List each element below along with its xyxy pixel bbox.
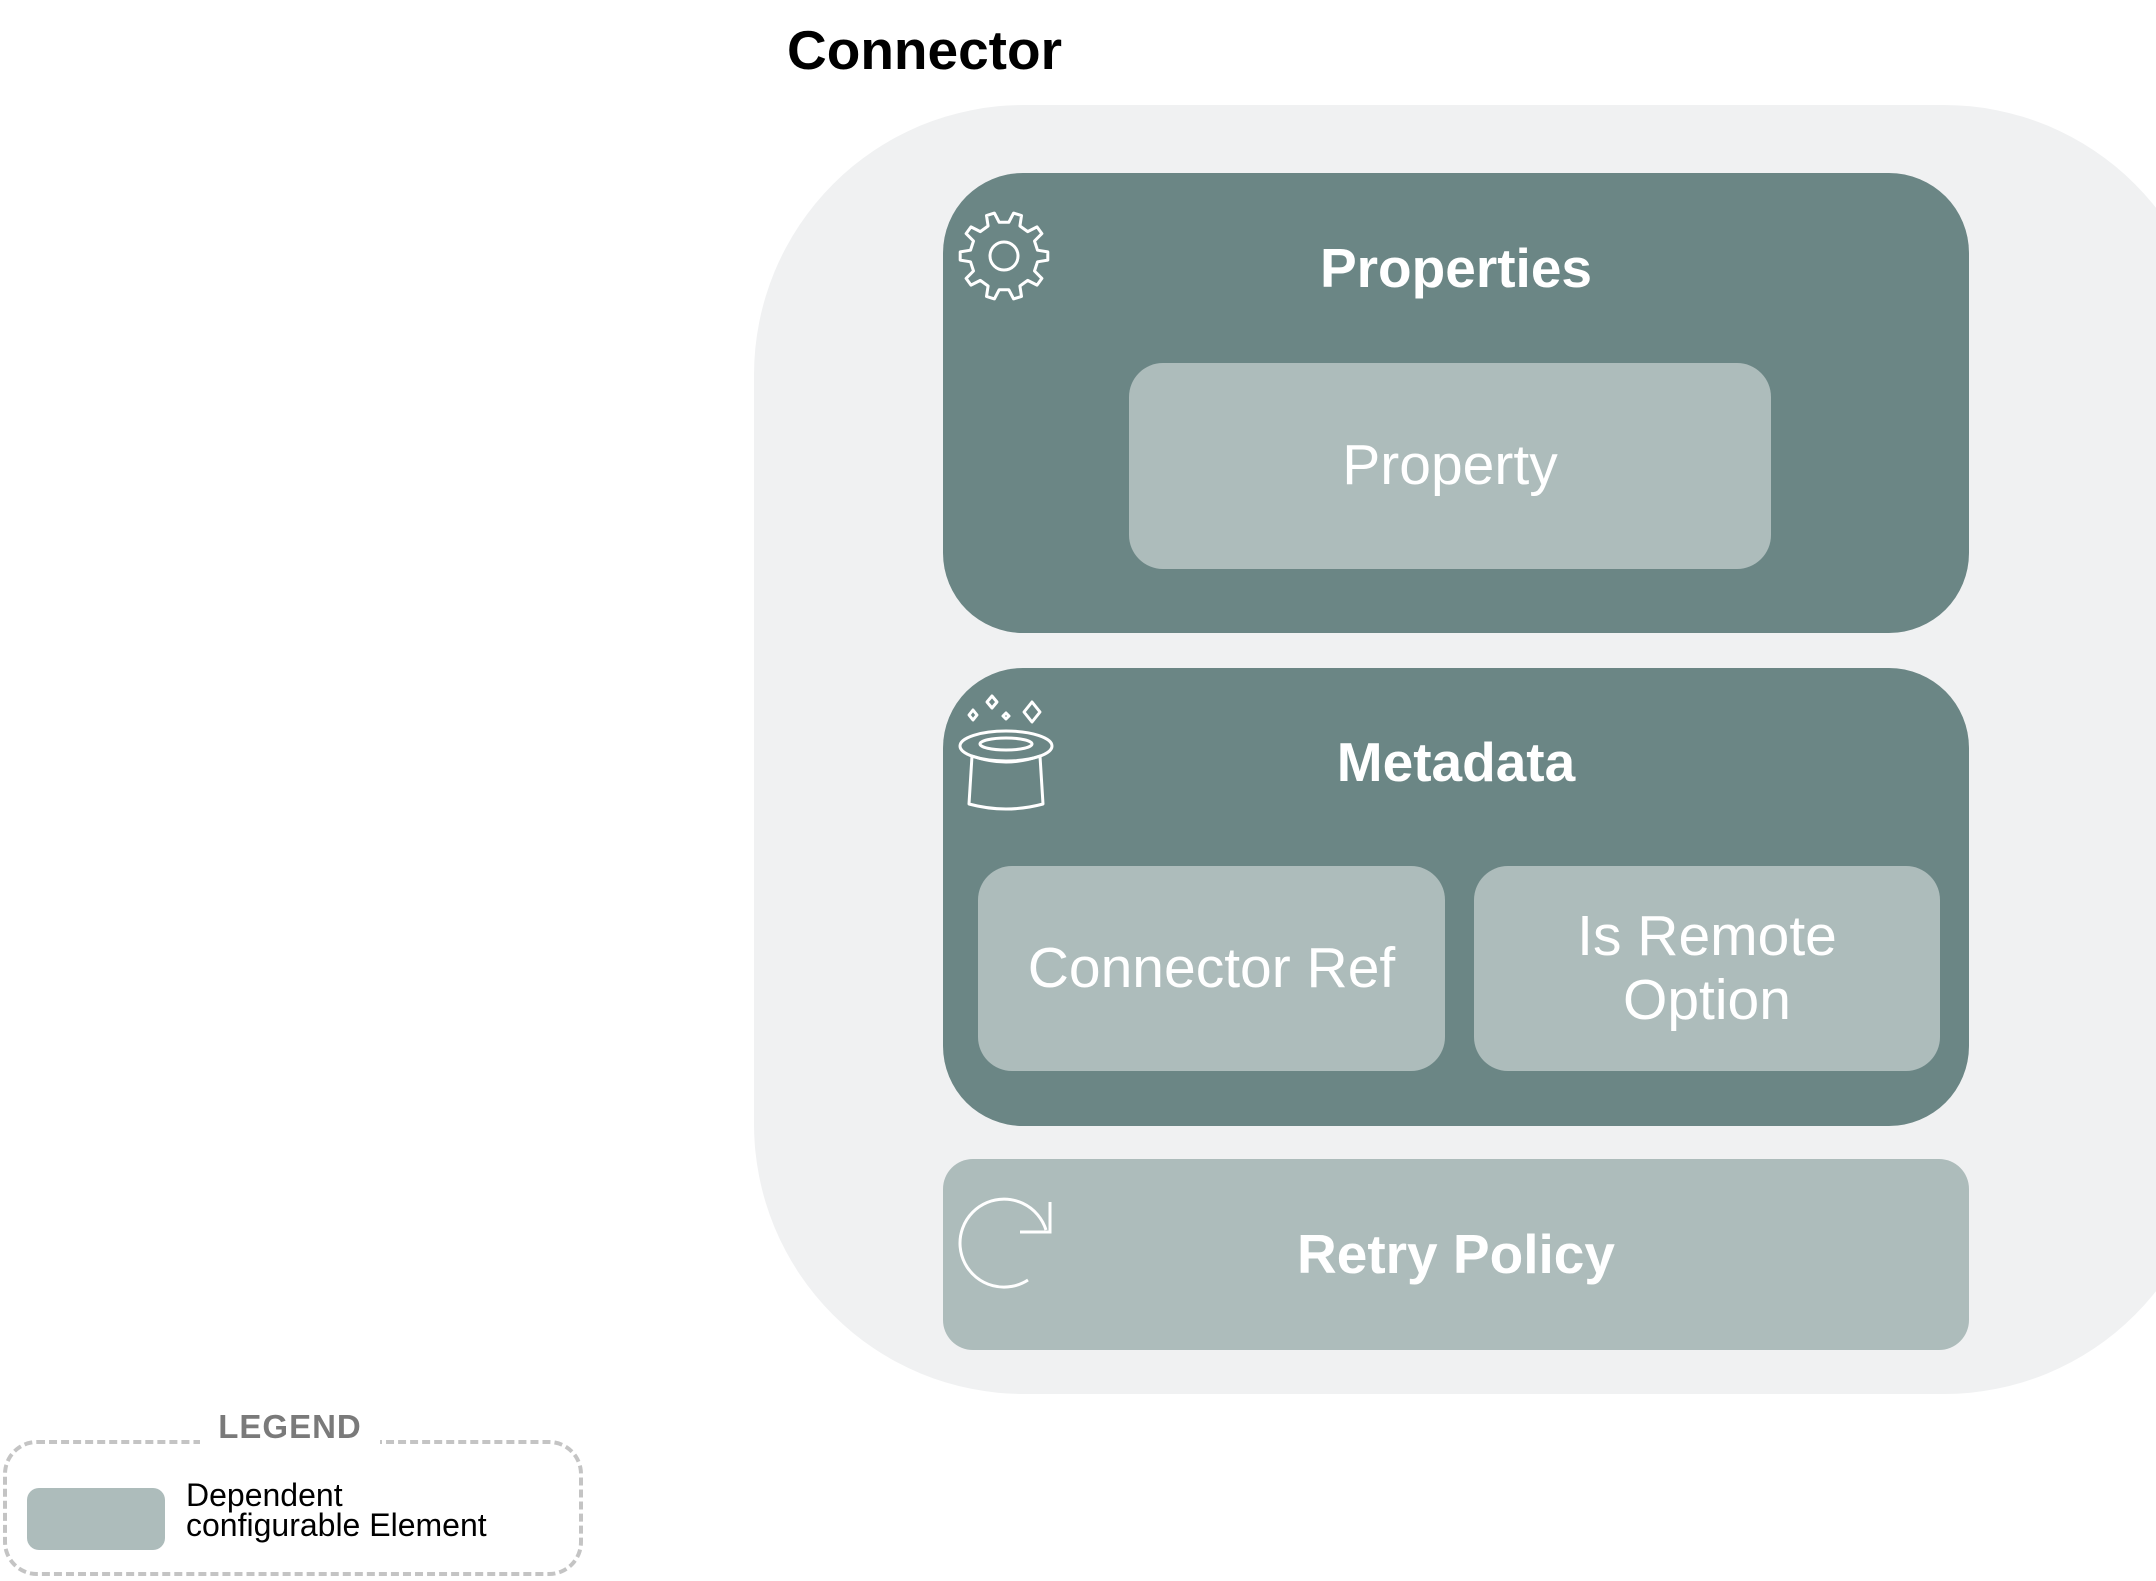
legend-label: Dependent configurable Element	[186, 1477, 487, 1543]
diagram-title: Connector	[787, 19, 1062, 81]
gear-icon	[958, 211, 1050, 301]
legend-label-line2: configurable Element	[186, 1507, 487, 1543]
legend-label-line1: Dependent	[186, 1477, 343, 1513]
legend-title: LEGEND	[200, 1408, 380, 1446]
properties-title: Properties	[1319, 237, 1593, 299]
connector-ref-element: Connector Ref	[978, 866, 1445, 1071]
retry-policy-element: Retry Policy	[943, 1159, 1969, 1350]
retry-policy-title: Retry Policy	[1297, 1222, 1615, 1285]
is-remote-option-element: Is Remote Option	[1474, 866, 1940, 1071]
magic-hat-icon	[958, 694, 1054, 811]
metadata-title: Metadata	[1336, 731, 1576, 793]
property-element: Property	[1129, 363, 1771, 569]
refresh-icon	[958, 1197, 1052, 1289]
legend-swatch	[27, 1488, 165, 1550]
